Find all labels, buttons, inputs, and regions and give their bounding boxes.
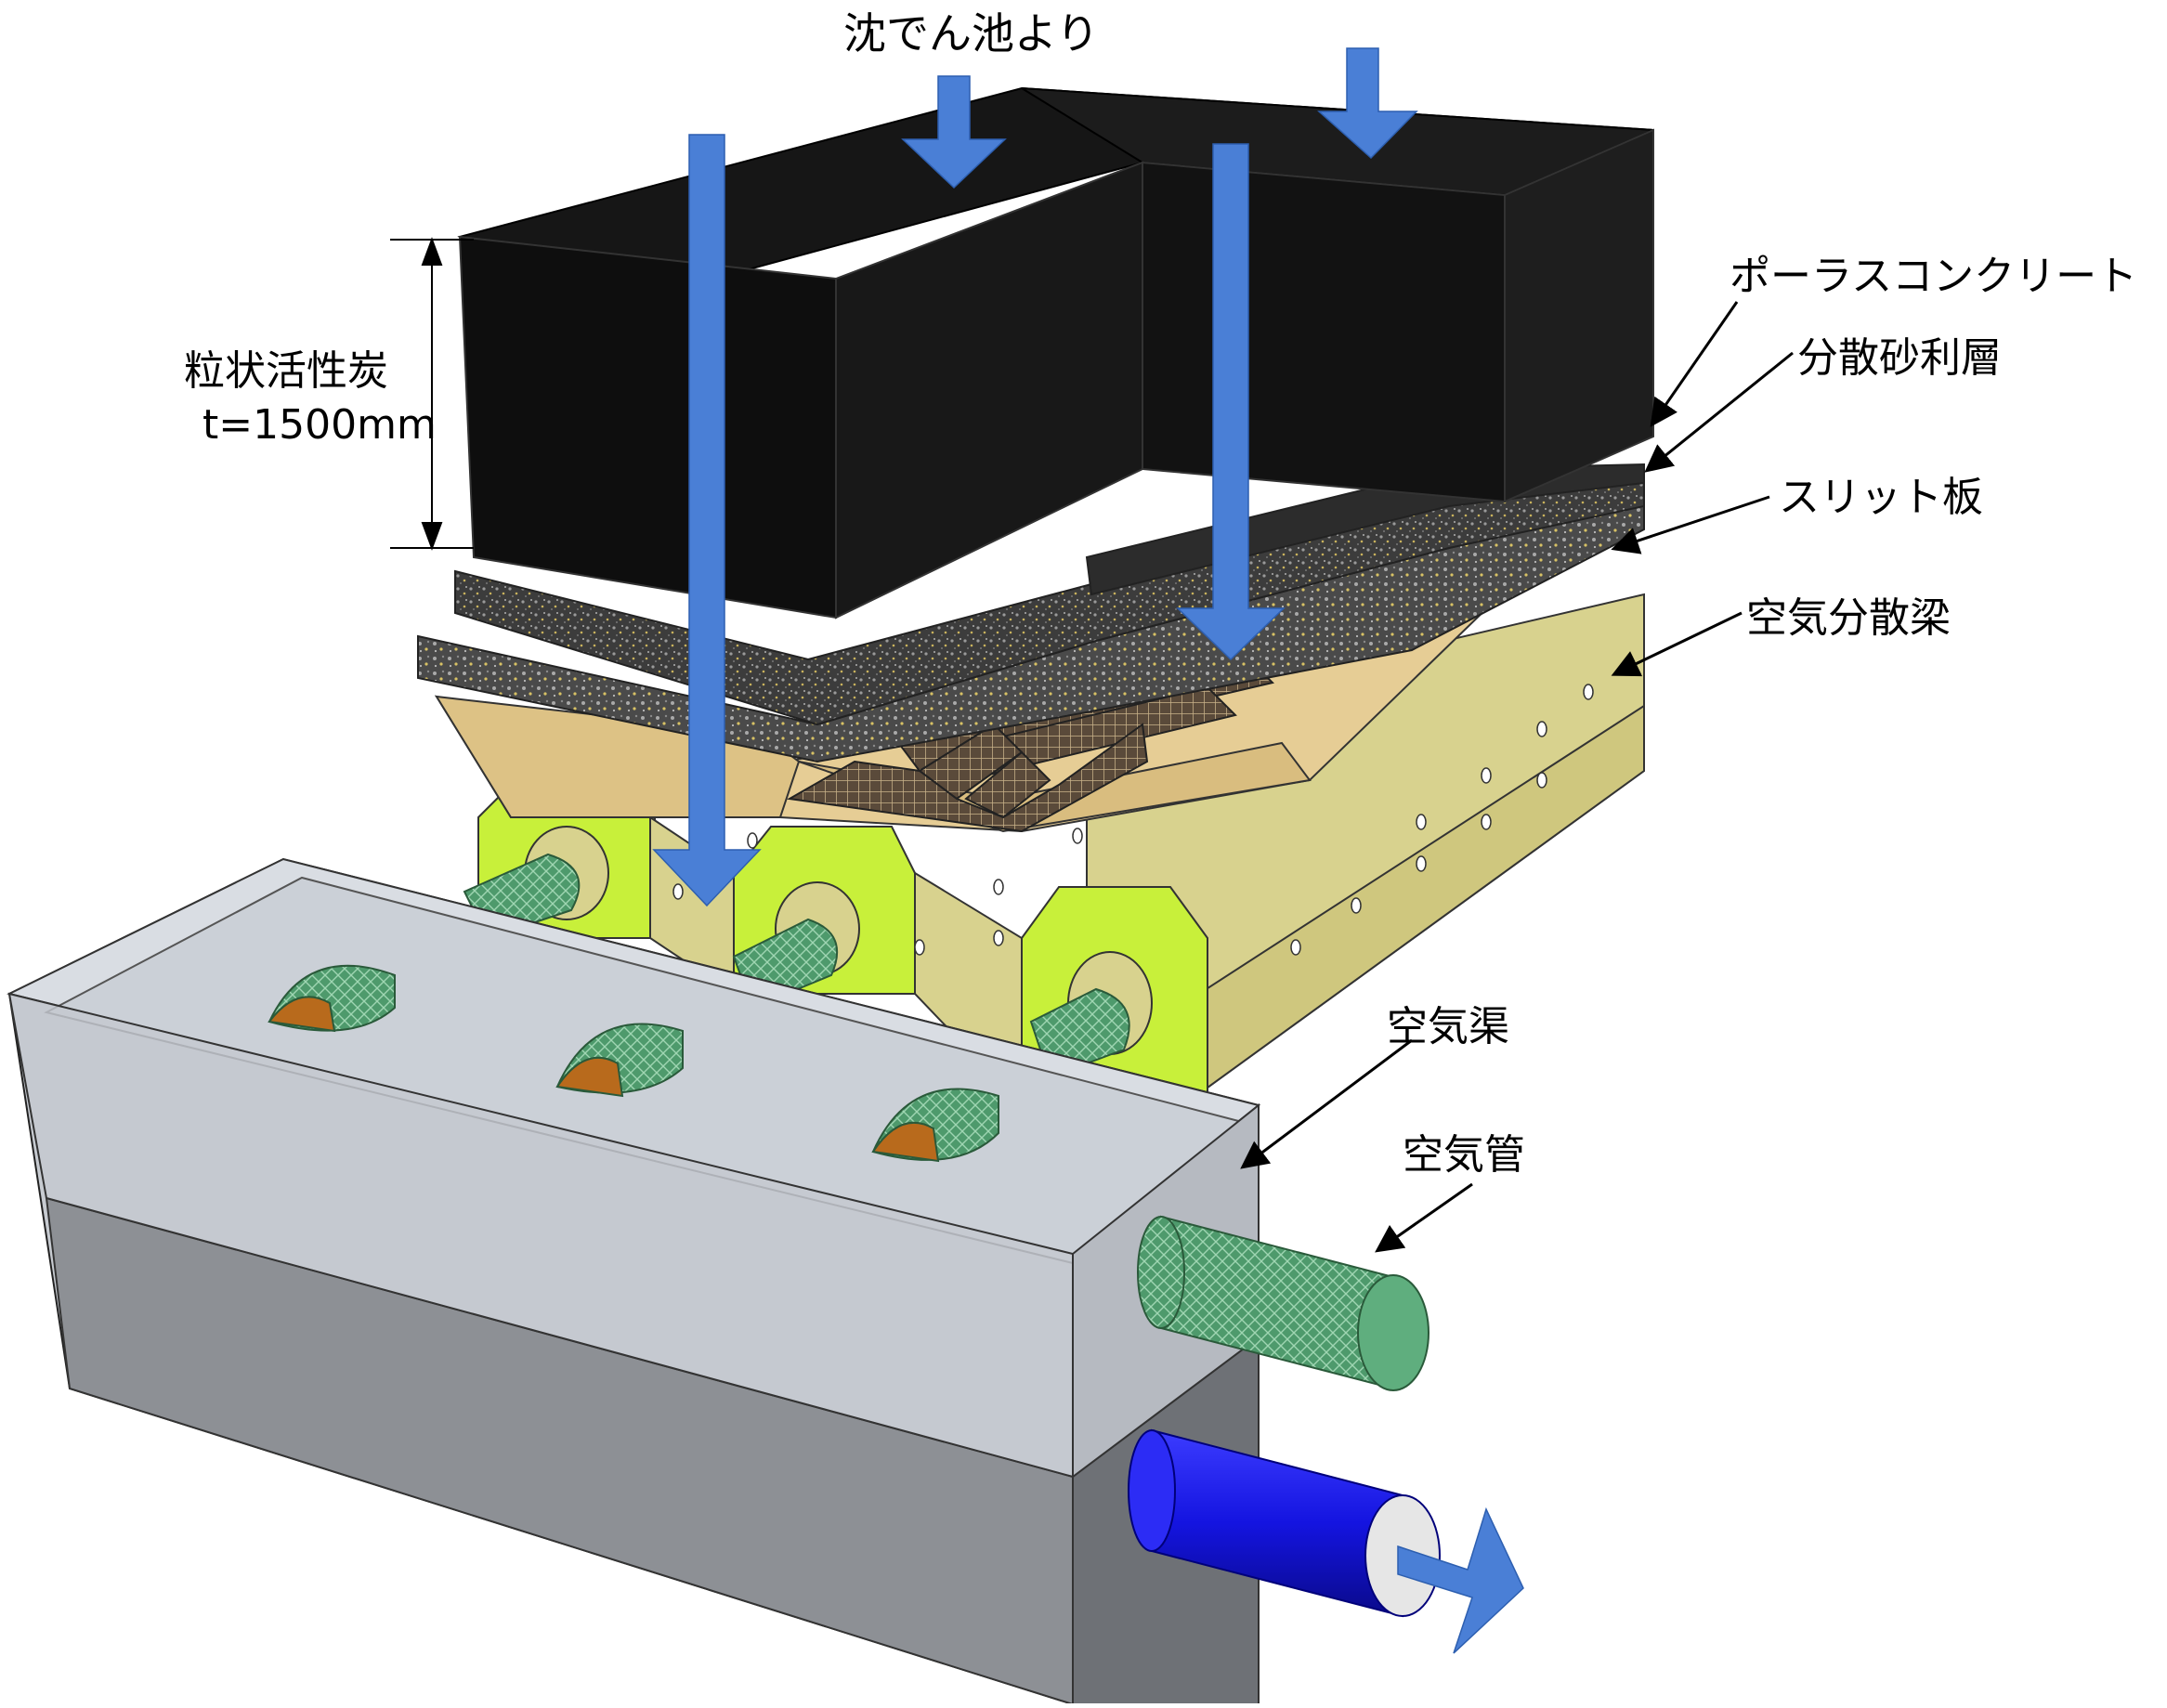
air-channel bbox=[7, 857, 1261, 1706]
flow-arrow-top-right bbox=[1317, 47, 1418, 160]
flow-arrow-outlet bbox=[1397, 1506, 1524, 1654]
label-dispersed-gravel: 分散砂利層 bbox=[1797, 334, 2002, 382]
label-air-beam: 空気分散梁 bbox=[1746, 594, 1951, 642]
leader-air-pipe bbox=[1375, 1182, 1473, 1253]
leader-air-channel bbox=[1240, 1038, 1413, 1169]
callout-leaders bbox=[1240, 301, 1794, 1253]
label-slit-plate: スリット板 bbox=[1779, 474, 1983, 521]
label-porous-concrete: ポーラスコンクリート bbox=[1730, 253, 2137, 300]
flow-arrow-center-long bbox=[1176, 143, 1286, 661]
label-carbon-name: 粒状活性炭 bbox=[184, 347, 388, 395]
flow-arrows bbox=[652, 47, 1524, 1654]
flow-arrow-left-long bbox=[652, 134, 762, 907]
leader-porous-concrete bbox=[1650, 301, 1739, 427]
label-carbon-thickness: t=1500mm bbox=[202, 401, 437, 449]
leader-slit-plate bbox=[1611, 495, 1770, 554]
flow-arrow-top-center bbox=[901, 75, 1007, 189]
label-air-pipe: 空気管 bbox=[1403, 1131, 1525, 1179]
thickness-dimension bbox=[390, 237, 474, 551]
leader-dispersed-gravel bbox=[1644, 351, 1794, 473]
label-air-channel: 空気渠 bbox=[1387, 1003, 1509, 1050]
leader-air-beam bbox=[1611, 611, 1743, 677]
label-from-settling-tank: 沈でん池より bbox=[843, 8, 1099, 59]
air-pipe bbox=[1137, 1215, 1429, 1391]
